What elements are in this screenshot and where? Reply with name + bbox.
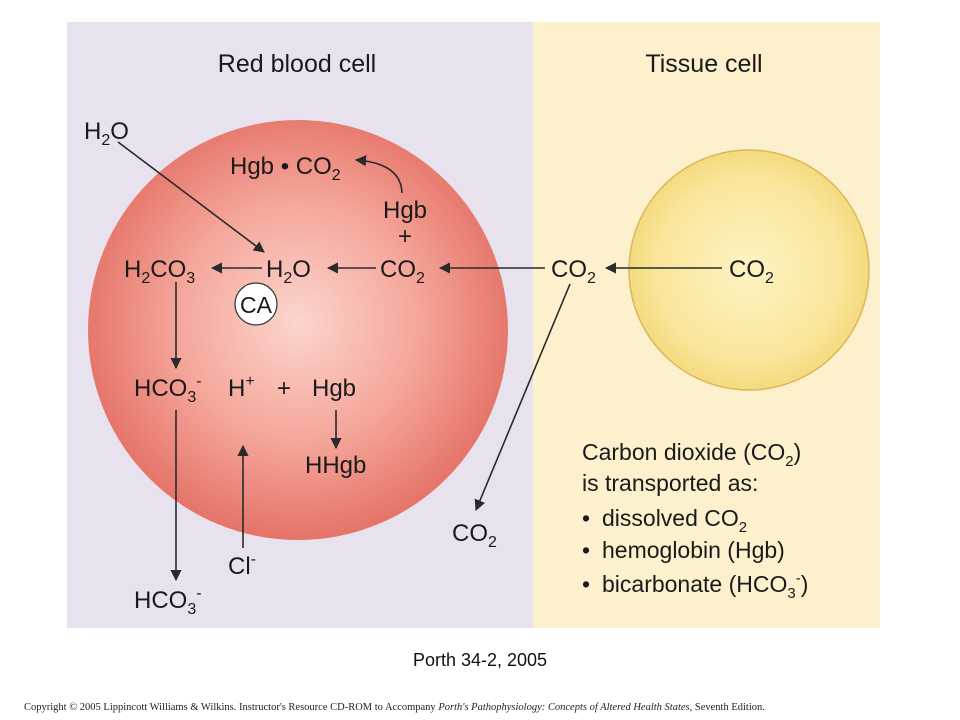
label-co2-rbc: CO2 <box>380 256 425 287</box>
legend-item-hemoglobin: •hemoglobin (Hgb) <box>582 537 785 563</box>
label-hgb-co2: Hgb • CO2 <box>230 153 341 184</box>
red-blood-cell <box>88 120 508 540</box>
copyright-text: Copyright © 2005 Lippincott Williams & W… <box>24 702 439 713</box>
arrow-dissolved-co2 <box>474 283 571 512</box>
legend-item-dissolved: •dissolved CO2 <box>582 505 747 536</box>
label-plus-mid: + <box>277 375 291 402</box>
label-chloride: Cl- <box>228 551 256 580</box>
label-h-plus: H+ <box>228 373 255 402</box>
label-hgb-top: Hgb <box>383 197 427 224</box>
bullet-icon: • <box>582 537 590 563</box>
label-co2-plasma: CO2 <box>551 256 596 287</box>
copyright-edition: Seventh Edition. <box>692 702 765 713</box>
bullet-icon: • <box>582 505 590 531</box>
rbc-panel-title: Red blood cell <box>218 50 376 78</box>
label-hco3-inside: HCO3- <box>134 373 202 406</box>
label-co2-tissue: CO2 <box>729 256 774 287</box>
copyright-book-title: Porth's Pathophysiology: Concepts of Alt… <box>438 702 693 713</box>
transport-legend: Carbon dioxide (CO2) is transported as: … <box>582 439 808 602</box>
tissue-panel-title: Tissue cell <box>645 50 762 78</box>
tissue-cell <box>628 149 870 391</box>
label-hco3-outside: HCO3- <box>134 585 202 618</box>
figure-caption: Porth 34-2, 2005 <box>412 650 548 670</box>
legend-line-1: Carbon dioxide (CO2) <box>582 439 801 470</box>
legend-line-2: is transported as: <box>582 470 758 496</box>
arrow-water-entry <box>117 141 265 253</box>
carbonic-anhydrase-badge <box>234 282 278 326</box>
label-co2-dissolved: CO2 <box>452 520 497 551</box>
arrows <box>117 141 722 582</box>
label-h2co3: H2CO3 <box>124 256 195 287</box>
label-plus-top: + <box>398 223 412 250</box>
legend-item-bicarbonate: •bicarbonate (HCO3-) <box>582 570 808 602</box>
label-hgb-mid: Hgb <box>312 375 356 402</box>
bullet-icon: • <box>582 571 590 597</box>
copyright-notice: Copyright © 2005 Lippincott Williams & W… <box>24 702 944 713</box>
label-carbonic-anhydrase: CA <box>240 292 273 318</box>
arrow-hgb-binding <box>354 155 403 194</box>
label-h2o-outside: H2O <box>84 118 129 149</box>
label-hhgb: HHgb <box>305 452 366 479</box>
label-h2o-inside: H2O <box>266 256 311 287</box>
